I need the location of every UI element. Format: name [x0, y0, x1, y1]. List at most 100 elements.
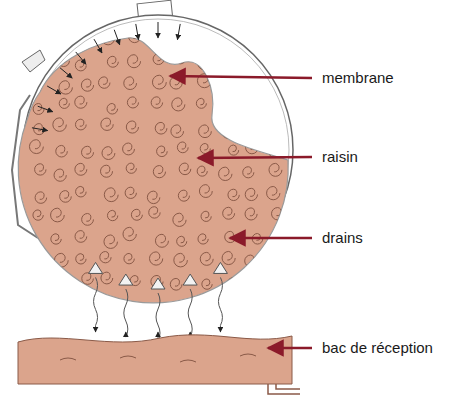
- grape-swirl: [297, 98, 311, 112]
- grape-swirl: [170, 77, 182, 89]
- grape-swirl: [57, 273, 69, 285]
- grape-swirl: [155, 234, 168, 247]
- pressure-arrow: [177, 24, 180, 40]
- grape-swirl: [272, 208, 284, 220]
- grape-swirl: [51, 234, 61, 244]
- grape-swirl: [219, 167, 232, 180]
- grape-texture: [26, 31, 312, 292]
- drain: [151, 278, 165, 289]
- pressure-arrow: [60, 68, 72, 78]
- grape-swirl: [246, 55, 259, 68]
- grape-swirl: [75, 163, 87, 175]
- grape-swirl: [104, 235, 117, 248]
- leader-line: [198, 157, 312, 158]
- grape-swirl: [102, 32, 115, 45]
- drain: [183, 274, 197, 285]
- liquid-waves: [60, 354, 256, 362]
- part-label: drains: [322, 229, 363, 247]
- grape-swirl: [297, 211, 307, 221]
- grape-swirl: [202, 279, 212, 289]
- grape-swirl: [59, 98, 69, 108]
- grape-swirl: [82, 146, 94, 158]
- leader-line: [230, 237, 312, 240]
- grape-swirl: [125, 187, 136, 198]
- grape-swirl: [196, 98, 206, 108]
- juice-drip: [218, 277, 222, 332]
- grape-swirl: [102, 147, 115, 160]
- grape-swirl: [52, 34, 64, 46]
- grape-swirl: [198, 234, 208, 244]
- drain: [213, 262, 227, 273]
- leader-line: [268, 347, 312, 350]
- grape-swirl: [35, 164, 46, 175]
- grape-swirl: [199, 125, 212, 138]
- grape-swirl: [149, 252, 162, 265]
- grape-swirl: [198, 57, 211, 70]
- grape-swirl: [128, 55, 141, 68]
- grape-swirl: [200, 143, 210, 153]
- grape-swirl: [228, 55, 240, 67]
- grape-swirl: [297, 188, 309, 200]
- grape-swirl: [75, 119, 86, 130]
- grape-swirl: [152, 75, 166, 89]
- grape-swirl: [127, 97, 138, 108]
- grape-swirl: [174, 253, 188, 267]
- grape-swirl: [293, 59, 304, 70]
- grape-swirl: [291, 79, 304, 92]
- grape-swirl: [60, 191, 72, 203]
- grape-swirl: [171, 125, 184, 138]
- grape-swirl: [177, 236, 187, 246]
- grape-swirl: [224, 97, 236, 109]
- grape-swirl: [201, 211, 211, 221]
- juice-drip: [94, 277, 98, 332]
- grape-swirl: [157, 146, 168, 157]
- grape-swirl: [177, 142, 188, 153]
- grape-swirl: [76, 186, 87, 197]
- grape-swirl: [153, 54, 164, 65]
- grape-swirl: [222, 81, 234, 93]
- hinge: [22, 50, 45, 72]
- grape-swirl: [223, 207, 235, 219]
- grape-swirl: [34, 278, 45, 289]
- juice-flow: [94, 277, 223, 341]
- pressure-arrow: [94, 39, 102, 53]
- grape-swirl: [107, 103, 118, 114]
- pressure-arrow: [47, 86, 61, 94]
- part-label: membrane: [322, 69, 394, 87]
- grape-swirl: [124, 77, 137, 90]
- grape-swirl: [81, 79, 93, 91]
- grape-swirl: [54, 169, 66, 181]
- grape-swirl: [271, 56, 282, 67]
- grape-swirl: [274, 235, 284, 245]
- grape-swirl: [153, 166, 165, 178]
- grape-swirl: [266, 102, 278, 114]
- pressure-arrow: [38, 106, 53, 111]
- grape-swirl: [76, 254, 86, 264]
- juice-drip: [188, 289, 192, 337]
- grape-swirl: [300, 34, 311, 45]
- grape-swirl: [101, 118, 113, 130]
- grape-swirl: [271, 258, 281, 268]
- grape-swirl: [245, 188, 257, 200]
- grape-swirl: [295, 164, 308, 177]
- grape-swirl: [228, 189, 239, 200]
- grape-swirl: [299, 122, 312, 135]
- receiving-tank: [18, 335, 292, 384]
- grape-swirl: [131, 209, 142, 220]
- grape-swirl: [104, 188, 118, 202]
- grape-swirl: [151, 97, 162, 108]
- pressure-arrows: [32, 22, 180, 131]
- grape-swirl: [53, 118, 67, 132]
- grape-swirl: [123, 227, 136, 240]
- grape-swirl: [33, 210, 43, 220]
- grape-swirl: [107, 56, 118, 67]
- grape-swirl: [244, 33, 256, 45]
- pressure-arrow: [136, 24, 139, 40]
- grape-swirl: [245, 208, 257, 220]
- juice-drip: [124, 289, 128, 337]
- outlet-pipe: [268, 384, 300, 394]
- grape-swirl: [274, 277, 287, 290]
- grape-swirl: [246, 122, 259, 135]
